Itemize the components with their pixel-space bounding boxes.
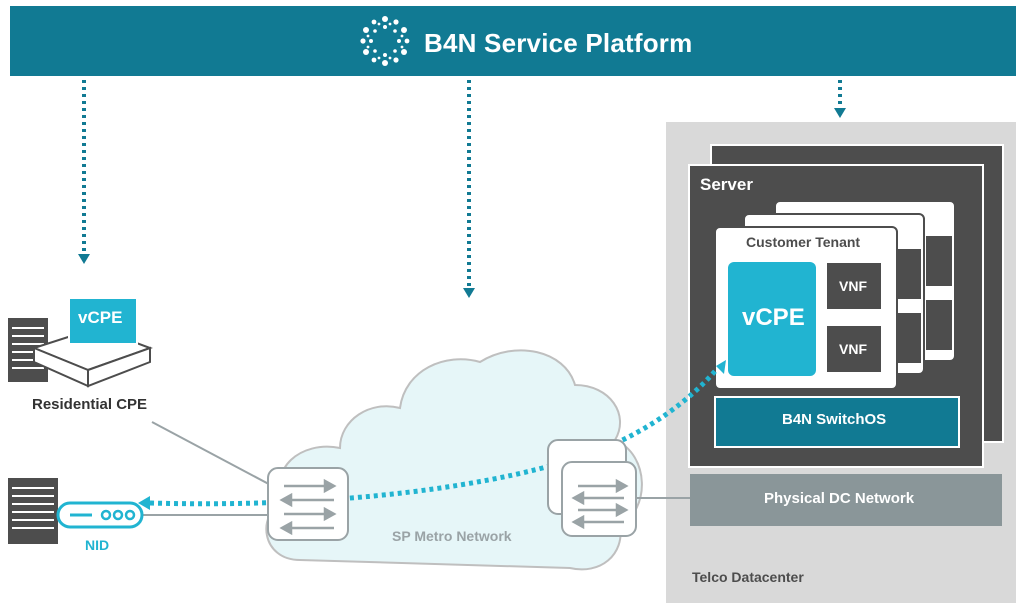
dotted-ring-logo-icon xyxy=(360,16,410,66)
tenant-vcpe-block xyxy=(728,262,816,376)
telco-datacenter-label: Telco Datacenter xyxy=(692,569,804,585)
service-path-dotted xyxy=(149,368,718,507)
cpe-link-line xyxy=(151,421,281,491)
server-label: Server xyxy=(700,175,753,194)
vnf-label: VNF xyxy=(839,278,867,294)
arrowhead-icon xyxy=(463,288,475,298)
sp-metro-network-label: SP Metro Network xyxy=(392,528,512,544)
residential-cpe-label: Residential CPE xyxy=(32,396,148,413)
arrowhead-icon xyxy=(78,254,90,264)
residential-vcpe-badge xyxy=(68,297,138,345)
arrowhead-icon xyxy=(834,108,846,118)
arrowhead-left-icon xyxy=(138,496,150,510)
physical-dc-network-label: Physical DC Network xyxy=(764,490,915,507)
switchos-label: B4N SwitchOS xyxy=(782,411,887,428)
vnf-block xyxy=(827,326,881,372)
customer-tenant-label: Customer Tenant xyxy=(746,234,861,250)
tenant-back-vnf xyxy=(926,236,952,286)
residential-vcpe-label: vCPE xyxy=(78,308,123,327)
nid-device-icon xyxy=(56,501,144,529)
vnf-label: VNF xyxy=(839,341,867,357)
nid-label: NID xyxy=(85,537,110,553)
metro-switch-icon xyxy=(267,467,349,541)
banner-title: B4N Service Platform xyxy=(424,28,693,58)
tenant-vcpe-label: vCPE xyxy=(742,304,805,331)
residential-building-icon xyxy=(8,318,48,382)
tenant-middle-vnf xyxy=(895,313,921,363)
service-platform-banner: B4N Service Platform xyxy=(10,6,1016,76)
tenant-back-vnf xyxy=(926,300,952,350)
vnf-block xyxy=(827,263,881,309)
physical-dc-network-bar xyxy=(690,474,1002,526)
nid-building-icon xyxy=(8,478,58,544)
tenant-middle-vnf xyxy=(895,249,921,299)
metro-switch-icon xyxy=(547,439,637,537)
